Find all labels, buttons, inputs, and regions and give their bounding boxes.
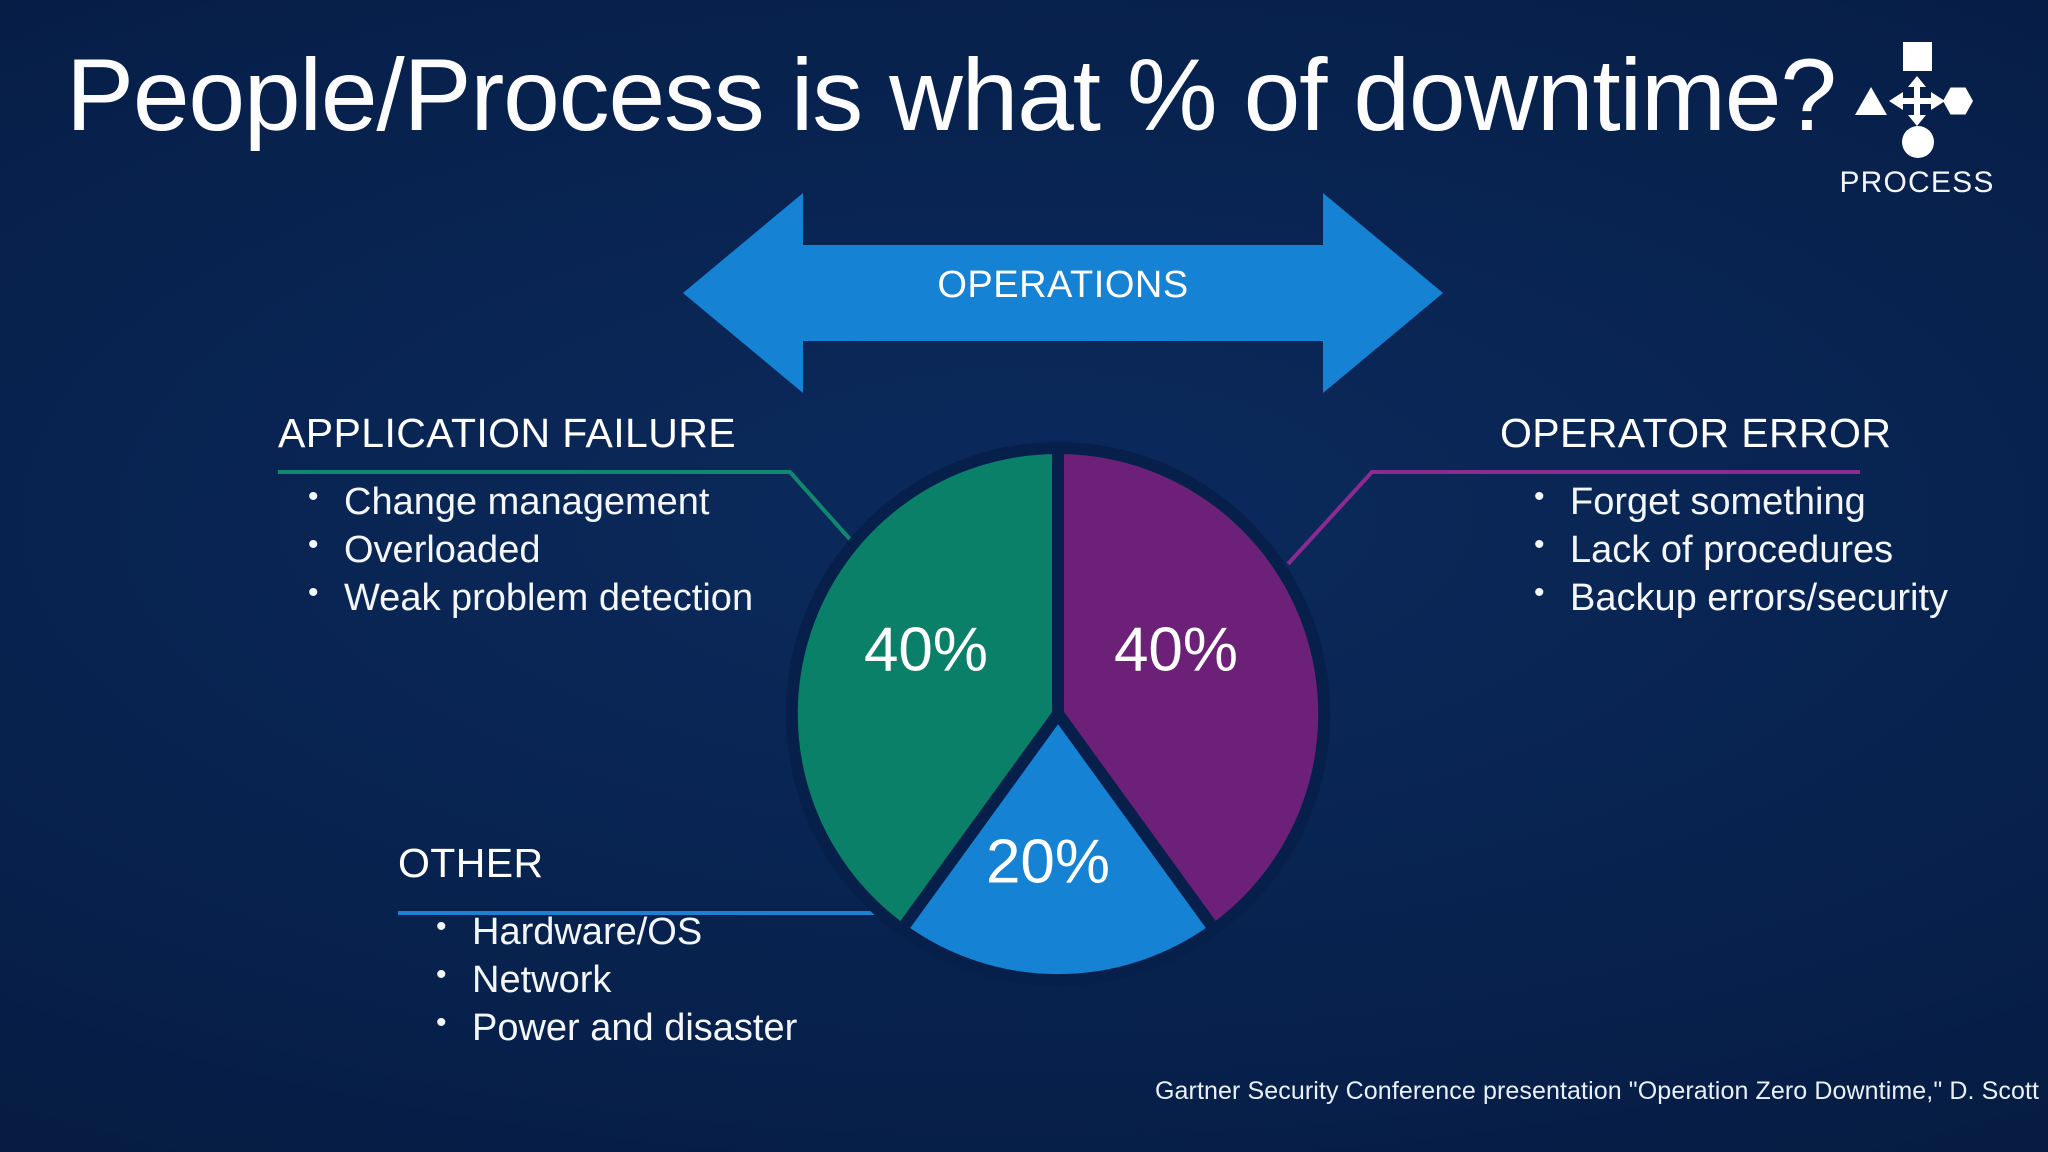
callout-heading-application-failure: APPLICATION FAILURE	[278, 410, 736, 456]
triangle-icon	[1855, 87, 1887, 115]
callout-list-operator-error: Forget something Lack of procedures Back…	[1528, 478, 1948, 623]
callout-list-other: Hardware/OS Network Power and disaster	[430, 908, 797, 1053]
downtime-pie-chart: 40% 20% 40%	[785, 442, 1331, 987]
pie-slice-other	[895, 708, 1221, 987]
callout-other: OTHER Hardware/OS Network Power and disa…	[398, 840, 797, 1053]
page-title: People/Process is what % of downtime?	[66, 38, 1837, 152]
source-citation: Gartner Security Conference presentation…	[1155, 1077, 2040, 1105]
process-logo-mark	[1853, 42, 1981, 160]
list-item: Forget something	[1528, 478, 1948, 527]
callout-operator-error: OPERATOR ERROR Forget something Lack of …	[1500, 410, 1948, 623]
process-logo-label: PROCESS	[1839, 166, 1995, 199]
operations-arrow	[683, 193, 1443, 393]
list-item: Change management	[302, 478, 753, 527]
callout-list-application-failure: Change management Overloaded Weak proble…	[302, 478, 753, 623]
list-item: Power and disaster	[430, 1004, 797, 1053]
circle-icon	[1902, 126, 1934, 158]
list-item: Overloaded	[302, 526, 753, 575]
pie-label-operator-error: 40%	[1114, 615, 1238, 684]
list-item: Network	[430, 956, 797, 1005]
four-way-arrow-icon	[1889, 76, 1945, 131]
list-item: Backup errors/security	[1528, 574, 1948, 623]
pie-label-application-failure: 40%	[864, 615, 988, 684]
list-item: Lack of procedures	[1528, 526, 1948, 575]
pie-slice-application-failure	[785, 442, 1064, 936]
callout-application-failure: APPLICATION FAILURE Change management Ov…	[278, 410, 753, 623]
callout-heading-other: OTHER	[398, 840, 544, 886]
pie-slice-operator-error	[1052, 442, 1331, 936]
operations-arrow-shape	[683, 193, 1443, 393]
callout-heading-operator-error: OPERATOR ERROR	[1500, 410, 1892, 456]
pie-label-other: 20%	[986, 827, 1110, 896]
hexagon-icon	[1943, 87, 1973, 115]
square-icon	[1903, 42, 1932, 71]
process-logo: PROCESS	[1822, 42, 2012, 212]
list-item: Weak problem detection	[302, 574, 753, 623]
list-item: Hardware/OS	[430, 908, 797, 957]
